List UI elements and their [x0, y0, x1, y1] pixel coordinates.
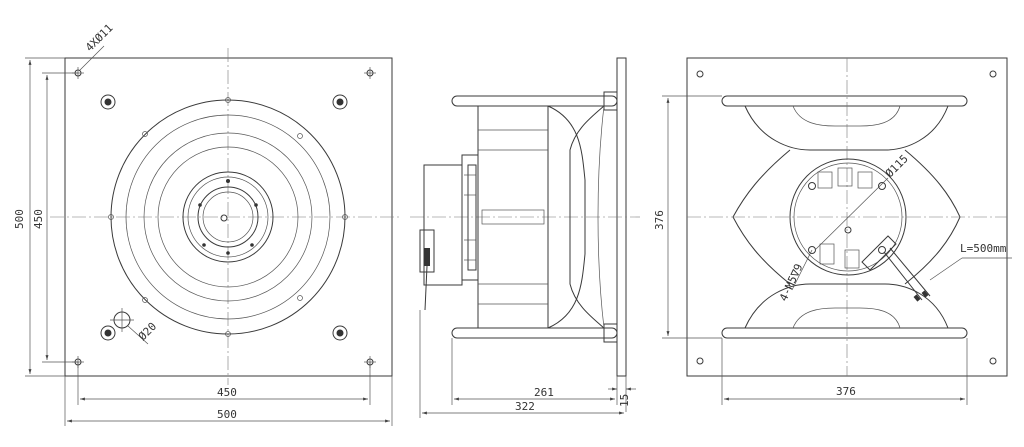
- front-hub-outer: [182, 171, 274, 263]
- rear-frame-bottom: [744, 283, 949, 329]
- front-ring-4: [157, 146, 299, 288]
- rear-junction-box: [789, 158, 907, 276]
- terminal-4: [819, 243, 835, 265]
- terminal-5: [844, 249, 860, 269]
- dim-450-vertical-label: 450: [32, 209, 45, 229]
- front-shaft: [220, 214, 228, 222]
- impeller-shaft: [481, 209, 545, 225]
- cable-end-2: [921, 290, 929, 298]
- cable-end-1: [913, 294, 921, 302]
- box-diameter-label: Ø115: [883, 152, 911, 180]
- dim-500-vertical-label: 500: [13, 209, 26, 229]
- mount-bolt-tl: [100, 94, 116, 110]
- hub-bolt-right: [254, 203, 258, 207]
- ring-screw-bl: [142, 297, 148, 303]
- dim-450-horizontal-label: 450: [217, 386, 237, 399]
- terminal-1: [817, 171, 833, 189]
- ring-screw-top: [225, 97, 231, 103]
- side-junction-plate: [423, 164, 463, 286]
- dim-376-vertical-label: 376: [653, 210, 666, 230]
- dim-500-horizontal-label: 500: [217, 408, 237, 421]
- hole-11-leader: [79, 45, 105, 71]
- ring-screw-left: [108, 214, 114, 220]
- side-rod-bottom: [451, 327, 618, 339]
- side-view: 261 15 322: [410, 57, 640, 418]
- rear-cable-2: [889, 247, 931, 297]
- inlet-cone-inner: [548, 105, 606, 329]
- dim-322-label: 322: [515, 400, 535, 413]
- hub-bolt-bottom: [226, 251, 230, 255]
- hub-bolt-br: [250, 243, 254, 247]
- ring-screw-br: [297, 295, 303, 301]
- box-screw-tl: [808, 182, 816, 190]
- cable-leader: [929, 257, 963, 281]
- side-rod-top: [451, 95, 618, 107]
- hole-20-label: Ø20: [136, 320, 159, 343]
- terminal-3: [857, 171, 873, 189]
- box-screw-br: [878, 246, 886, 254]
- rear-rod-top: [721, 95, 968, 107]
- side-motor-rotor: [467, 164, 477, 271]
- terminal-2: [837, 167, 853, 187]
- rear-cutout-top: [792, 105, 901, 127]
- rear-rod-bottom: [721, 327, 968, 339]
- front-ring-2: [125, 114, 331, 320]
- rear-junction-box-inner: [793, 162, 903, 272]
- rear-corner-hole-bl: [696, 357, 704, 365]
- front-hub-ring: [187, 176, 269, 258]
- front-ring-3: [143, 132, 313, 302]
- rear-cable-gland: [861, 235, 897, 271]
- rear-cable-1: [883, 251, 923, 301]
- rear-corner-hole-tr: [989, 70, 997, 78]
- front-ring-1: [110, 99, 346, 335]
- dim-15-label: 15: [618, 394, 631, 407]
- inlet-cone-outer: [547, 105, 586, 329]
- front-hub-inner: [197, 186, 259, 248]
- ring-screw-bottom: [225, 331, 231, 337]
- dim-261-label: 261: [534, 386, 554, 399]
- box-screw-bl: [808, 246, 816, 254]
- rear-corner-hole-tl: [696, 70, 704, 78]
- box-diameter-leader: [814, 177, 889, 251]
- rear-corner-hole-br: [989, 357, 997, 365]
- hub-bolt-top: [226, 179, 230, 183]
- ring-screw-tr: [297, 133, 303, 139]
- inlet-cone-lip: [597, 105, 605, 329]
- thread-leader: [791, 249, 813, 291]
- dim-376-horizontal-label: 376: [836, 385, 856, 398]
- front-hub-core: [202, 191, 254, 243]
- box-screw-center: [844, 226, 852, 234]
- hub-bolt-bl: [202, 243, 206, 247]
- ring-screw-tl: [142, 131, 148, 137]
- side-rod-clamp-bottom: [603, 323, 618, 343]
- side-cable: [424, 265, 428, 311]
- cable-length-label: L=500mm: [960, 242, 1007, 255]
- hole-11-label: 4XØ11: [83, 22, 116, 55]
- thread-label: 4-M5∇9: [777, 262, 806, 304]
- rear-cutout-bottom: [792, 307, 901, 329]
- corner-hole-tr: [364, 67, 376, 79]
- side-cable-gland: [424, 248, 430, 266]
- mount-bolt-br: [332, 325, 348, 341]
- hole-20: [110, 308, 149, 345]
- side-rod-clamp-top: [603, 91, 618, 111]
- box-screw-tr: [878, 182, 886, 190]
- rear-view: Ø115 4-M5∇9 L=500mm 376 376: [653, 57, 1012, 405]
- rear-frame-top: [744, 105, 949, 151]
- mount-bolt-bl: [100, 325, 116, 341]
- mount-bolt-tr: [332, 94, 348, 110]
- ring-screw-right: [342, 214, 348, 220]
- hub-bolt-left: [198, 203, 202, 207]
- front-view: Ø20 4XØ11 500 450 450 500: [13, 22, 400, 426]
